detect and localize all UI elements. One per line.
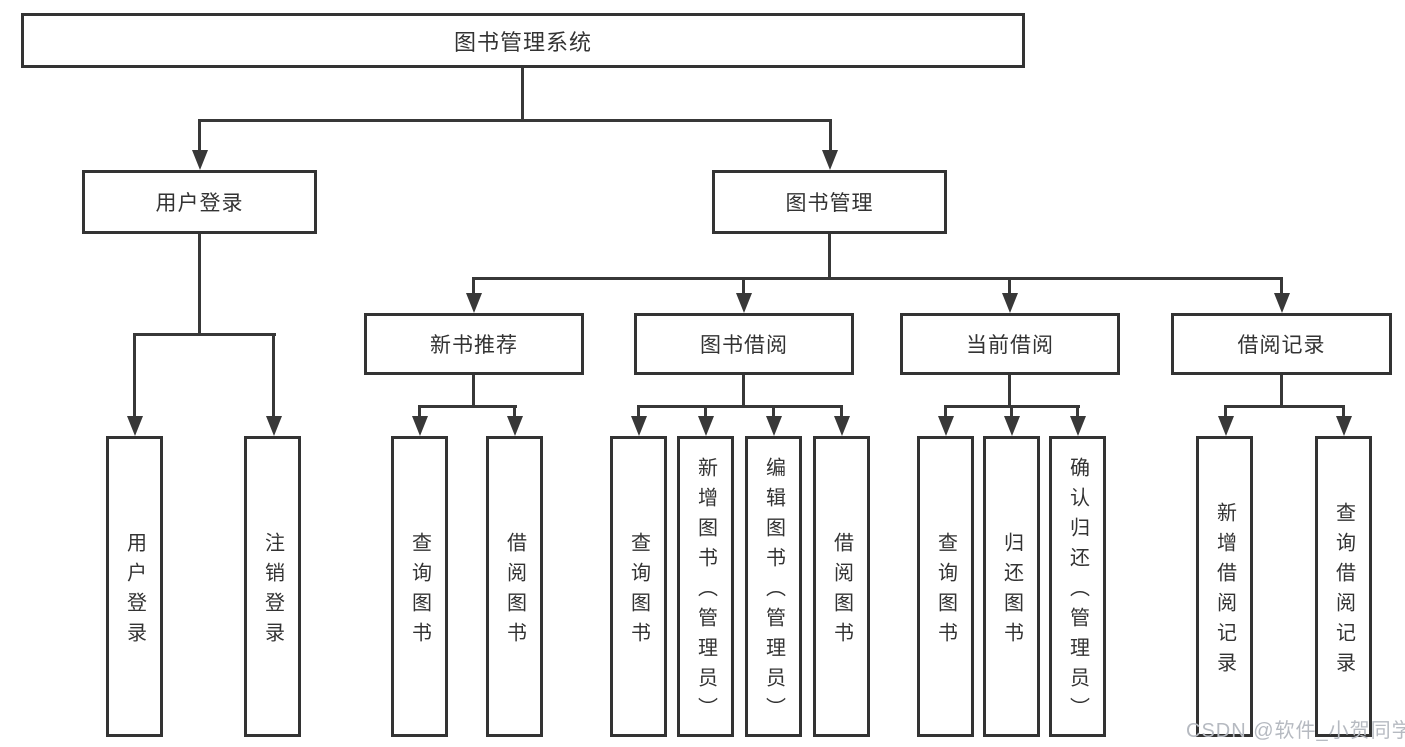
node-new-book-recommend: 新书推荐 bbox=[364, 313, 584, 375]
arrow-down-icon bbox=[1274, 293, 1290, 313]
node-current-borrow: 当前借阅 bbox=[900, 313, 1120, 375]
node-book-management: 图书管理 bbox=[712, 170, 947, 234]
node-label: 新书推荐 bbox=[430, 334, 518, 357]
edge-line bbox=[1224, 405, 1227, 418]
arrow-down-icon bbox=[1336, 416, 1352, 436]
edge-line bbox=[1008, 277, 1011, 295]
node-label: 用户登录 bbox=[123, 531, 146, 652]
arrow-down-icon bbox=[1218, 416, 1234, 436]
node-book-borrow: 图书借阅 bbox=[634, 313, 854, 375]
edge-line bbox=[521, 68, 524, 122]
arrow-down-icon bbox=[412, 416, 428, 436]
arrow-down-icon bbox=[698, 416, 714, 436]
node-label: 查询图书 bbox=[627, 531, 650, 652]
arrow-down-icon bbox=[1004, 416, 1020, 436]
leaf-edit-book-admin: 编辑图书（管理员） bbox=[745, 436, 802, 737]
edge-line bbox=[829, 119, 832, 152]
node-label: 用户登录 bbox=[155, 192, 244, 215]
edge-line bbox=[513, 405, 516, 418]
arrow-down-icon bbox=[127, 416, 143, 436]
leaf-borrow-books-recommend: 借阅图书 bbox=[486, 436, 543, 737]
arrow-down-icon bbox=[822, 150, 838, 170]
node-label: 查询图书 bbox=[408, 531, 431, 652]
edge-line bbox=[742, 375, 745, 408]
arrow-down-icon bbox=[766, 416, 782, 436]
node-label: 借阅记录 bbox=[1237, 334, 1326, 357]
edge-line bbox=[704, 405, 707, 418]
node-label: 归还图书 bbox=[1000, 531, 1023, 652]
edge-line bbox=[418, 405, 421, 418]
node-label: 新增图书（管理员） bbox=[694, 456, 717, 727]
node-label: 当前借阅 bbox=[966, 334, 1054, 357]
node-label: 查询借阅记录 bbox=[1332, 501, 1355, 682]
leaf-query-books-recommend: 查询图书 bbox=[391, 436, 448, 737]
edge-line bbox=[840, 405, 843, 418]
edge-line bbox=[637, 405, 640, 418]
node-label: 查询图书 bbox=[934, 531, 957, 652]
edge-line bbox=[1010, 405, 1013, 418]
node-borrow-records: 借阅记录 bbox=[1171, 313, 1392, 375]
node-label: 图书借阅 bbox=[700, 334, 788, 357]
leaf-query-books-current: 查询图书 bbox=[917, 436, 974, 737]
edge-line bbox=[828, 234, 831, 280]
arrow-down-icon bbox=[834, 416, 850, 436]
leaf-confirm-return-admin: 确认归还（管理员） bbox=[1049, 436, 1106, 737]
leaf-return-books: 归还图书 bbox=[983, 436, 1040, 737]
edge-line bbox=[472, 375, 475, 408]
arrow-down-icon bbox=[266, 416, 282, 436]
edge-line bbox=[1342, 405, 1345, 418]
edge-line bbox=[1008, 375, 1011, 408]
edge-line bbox=[1224, 405, 1345, 408]
node-label: 确认归还（管理员） bbox=[1066, 456, 1089, 727]
edge-line bbox=[742, 277, 745, 295]
arrow-down-icon bbox=[1070, 416, 1086, 436]
csdn-watermark: CSDN @软件_小贺同学 bbox=[1186, 720, 1405, 742]
leaf-query-books-borrow: 查询图书 bbox=[610, 436, 667, 737]
node-label: 图书管理 bbox=[785, 192, 874, 215]
leaf-add-book-admin: 新增图书（管理员） bbox=[677, 436, 734, 737]
edge-line bbox=[133, 333, 136, 418]
node-label: 借阅图书 bbox=[503, 531, 526, 652]
node-label: 图书管理系统 bbox=[453, 29, 592, 55]
edge-line bbox=[198, 119, 201, 152]
edge-line bbox=[637, 405, 843, 408]
edge-line bbox=[418, 405, 517, 408]
leaf-add-borrow-record: 新增借阅记录 bbox=[1196, 436, 1253, 737]
arrow-down-icon bbox=[507, 416, 523, 436]
node-label: 编辑图书（管理员） bbox=[762, 456, 785, 727]
edge-line bbox=[944, 405, 947, 418]
leaf-borrow-books: 借阅图书 bbox=[813, 436, 870, 737]
node-user-login: 用户登录 bbox=[82, 170, 317, 234]
edge-line bbox=[133, 333, 276, 336]
arrow-down-icon bbox=[938, 416, 954, 436]
leaf-user-login: 用户登录 bbox=[106, 436, 163, 737]
edge-line bbox=[1076, 405, 1079, 418]
edge-line bbox=[472, 277, 475, 295]
edge-line bbox=[198, 119, 832, 122]
arrow-down-icon bbox=[1002, 293, 1018, 313]
arrow-down-icon bbox=[631, 416, 647, 436]
edge-line bbox=[1280, 375, 1283, 408]
node-label: 新增借阅记录 bbox=[1213, 501, 1236, 682]
node-root-library-system: 图书管理系统 bbox=[21, 13, 1025, 68]
edge-line bbox=[272, 333, 275, 418]
arrow-down-icon bbox=[466, 293, 482, 313]
edge-line bbox=[1280, 277, 1283, 295]
node-label: 借阅图书 bbox=[830, 531, 853, 652]
node-label: 注销登录 bbox=[261, 531, 284, 652]
edge-line bbox=[772, 405, 775, 418]
arrow-down-icon bbox=[736, 293, 752, 313]
edge-line bbox=[198, 234, 201, 336]
edge-line bbox=[472, 277, 1283, 280]
arrow-down-icon bbox=[192, 150, 208, 170]
leaf-query-borrow-record: 查询借阅记录 bbox=[1315, 436, 1372, 737]
leaf-logout: 注销登录 bbox=[244, 436, 301, 737]
